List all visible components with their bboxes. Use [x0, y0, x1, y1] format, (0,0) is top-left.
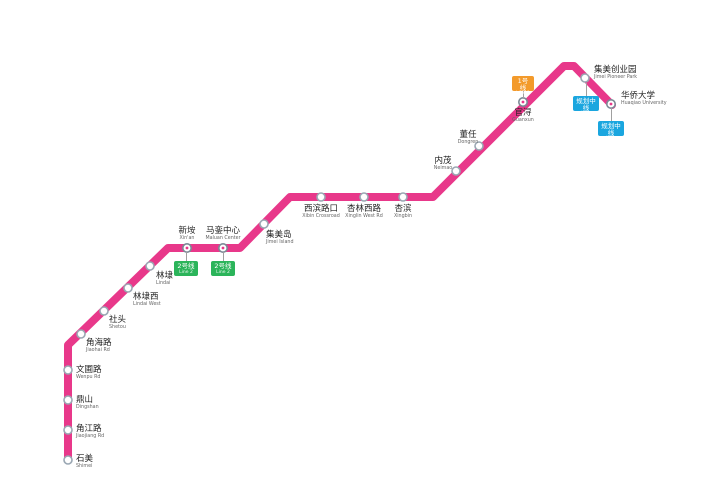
transfer-line-name: 1号线: [517, 77, 529, 92]
station-name-en: Jiaohai Rd: [86, 347, 110, 353]
station-name-cn: 华侨大学: [621, 91, 656, 101]
station-name-cn: 角海路: [86, 338, 112, 348]
station-name-cn: 石美: [76, 454, 94, 464]
transfer-line-sub: Line 2: [179, 269, 193, 275]
interchange-icon: [221, 246, 225, 250]
transfer-connector: [523, 91, 524, 99]
station-name-en: Jimei Island: [266, 239, 294, 245]
transfer-connector: [186, 252, 187, 261]
station-name-en: Lindai: [156, 280, 171, 286]
station-name-cn: 林埭: [156, 271, 174, 281]
transfer-line-name: 规划中线: [601, 122, 621, 137]
transfer-line-name: 2号线: [177, 262, 195, 270]
station-name-en: Lindai West: [133, 301, 161, 307]
station-name-en: Neimao: [433, 165, 453, 171]
station-name-en: Xibin Crossroad: [302, 213, 340, 219]
station-name-cn: 角江路: [76, 424, 102, 434]
interchange-icon: [185, 246, 189, 250]
transfer-connector: [611, 108, 612, 121]
station-marker-wenpu-rd[interactable]: [63, 365, 73, 375]
station-marker-xinglin-west-rd[interactable]: [359, 192, 369, 202]
station-name-cn: 文圃路: [76, 365, 102, 375]
station-name-cn: 林埭西: [133, 292, 159, 302]
transfer-connector: [586, 83, 587, 96]
transfer-line-sub: Line 1: [516, 91, 530, 96]
station-name-en: Shimei: [76, 463, 93, 469]
station-name-cn: 杏林西路: [346, 204, 382, 214]
interchange-icon: [609, 102, 613, 106]
interchange-icon: [521, 100, 525, 104]
station-marker-dongren[interactable]: [474, 141, 484, 151]
station-name-cn: 西滨路口: [303, 204, 338, 214]
station-marker-dingshan[interactable]: [63, 395, 73, 405]
transfer-line-sub: Line: [606, 136, 616, 141]
station-name-cn: 官浔: [514, 108, 532, 118]
station-marker-jiaohai-rd[interactable]: [76, 329, 86, 339]
transfer-line-name: 2号线: [214, 262, 232, 270]
transfer-line-sub: Line 2: [216, 269, 230, 275]
station-name-cn: 马銮中心: [205, 226, 241, 236]
station-name-cn: 集美创业园: [594, 65, 637, 75]
transfer-line-sub: Line: [581, 111, 591, 116]
station-marker-xingbin[interactable]: [398, 192, 408, 202]
station-name-en: Dingshan: [76, 404, 99, 410]
station-marker-jimei-pioneer-park[interactable]: [580, 73, 590, 83]
station-name-cn: 内茂: [434, 156, 452, 166]
station-name-en: Guanxun: [512, 117, 534, 123]
station-name-en: Jimei Pioneer Park: [594, 74, 638, 80]
transfer-connector: [223, 252, 224, 261]
station-marker-shimei[interactable]: [63, 455, 73, 465]
station-marker-neimao[interactable]: [451, 166, 461, 176]
station-name-en: Dongren: [457, 139, 479, 145]
station-name-en: Jiaojiang Rd: [76, 433, 105, 439]
station-name-cn: 集美岛: [266, 230, 292, 240]
station-name-en: Maluan Center: [205, 235, 241, 241]
station-name-en: Wenpu Rd: [76, 374, 101, 380]
station-name-en: Xin'an: [179, 235, 195, 241]
station-name-cn: 鼎山: [76, 395, 94, 405]
transfer-line-name: 规划中线: [576, 97, 596, 112]
station-name-cn: 董任: [459, 130, 477, 140]
station-name-en: Xinglin West Rd: [345, 213, 383, 219]
station-marker-lindai-west[interactable]: [123, 283, 133, 293]
station-name-cn: 杏滨: [394, 204, 412, 214]
station-name-en: Xingbin: [393, 213, 413, 219]
station-marker-jiaojiang-rd[interactable]: [63, 425, 73, 435]
station-name-en: Huaqiao University: [621, 100, 667, 106]
station-name-cn: 社头: [109, 315, 127, 325]
station-marker-jimei-island[interactable]: [259, 219, 269, 229]
station-name-cn: 新垵: [178, 226, 196, 236]
station-marker-xibin-crossroad[interactable]: [316, 192, 326, 202]
station-name-en: Shetou: [109, 324, 126, 330]
station-marker-shetou[interactable]: [99, 306, 109, 316]
station-marker-lindai[interactable]: [145, 261, 155, 271]
